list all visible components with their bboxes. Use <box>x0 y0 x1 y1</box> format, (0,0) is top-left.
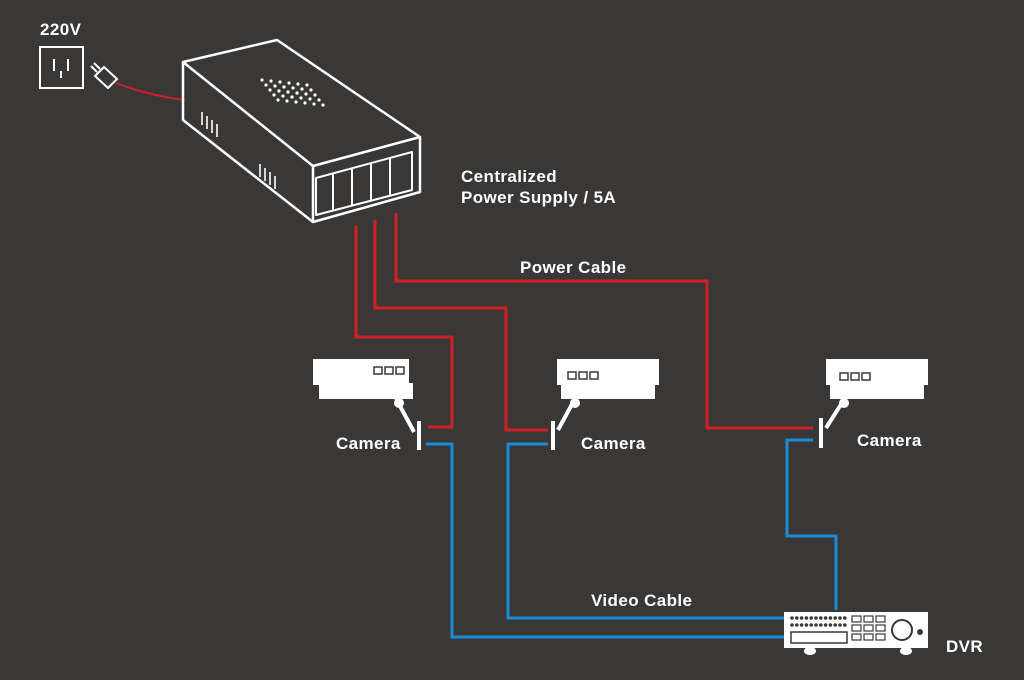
dvr-button <box>809 623 813 627</box>
dvr-button <box>795 616 799 620</box>
camera-1-label: Camera <box>336 434 401 453</box>
psu-label-line-1: Centralized <box>461 167 558 186</box>
power-cable-camera-1 <box>354 226 454 429</box>
vent-hole <box>312 102 316 106</box>
dvr-button <box>828 623 833 627</box>
power-cables <box>354 213 813 432</box>
vent-hole <box>269 79 273 83</box>
video-cable-camera-3 <box>785 438 838 610</box>
camera-3-label: Camera <box>857 431 922 450</box>
dvr-button <box>833 623 837 627</box>
video-cable-camera-2 <box>506 442 784 620</box>
vent-hole <box>296 82 300 86</box>
dvr-button-rows <box>790 616 847 627</box>
video-cable-label: Video Cable <box>591 591 693 610</box>
dvr-button <box>804 616 809 620</box>
vent-hole <box>281 94 285 98</box>
vent-hole <box>268 88 272 92</box>
dvr-button <box>795 623 799 627</box>
camera-3-icon <box>819 359 928 448</box>
camera-2-label: Camera <box>581 434 646 453</box>
dvr-button <box>790 623 794 627</box>
vent-hole <box>304 92 308 96</box>
dvr-button <box>799 623 804 627</box>
video-cables <box>426 438 838 639</box>
dvr-button <box>799 616 804 620</box>
dvr-button <box>823 623 828 627</box>
mains-cord <box>115 82 186 101</box>
dvr-button <box>814 623 818 627</box>
vent-hole <box>308 97 312 101</box>
dvr-button <box>804 623 809 627</box>
vent-hole <box>272 93 276 97</box>
vent-hole <box>290 95 294 99</box>
dvr-icon <box>784 612 928 655</box>
dvr-button <box>819 623 823 627</box>
dvr-button <box>809 616 813 620</box>
vent-hole <box>317 98 321 102</box>
wall-outlet-icon <box>39 46 84 89</box>
power-supply-unit <box>181 38 422 224</box>
video-cable-camera-1 <box>426 442 784 639</box>
dvr-button <box>838 623 842 627</box>
vent-hole <box>278 80 282 84</box>
dvr-button <box>838 616 842 620</box>
vent-hole <box>287 81 291 85</box>
vent-hole <box>294 100 298 104</box>
plug-icon <box>90 62 119 90</box>
vent-hole <box>295 91 299 95</box>
power-cable-camera-3 <box>394 213 813 430</box>
dvr-button <box>843 616 847 620</box>
dvr-label: DVR <box>946 637 984 656</box>
power-cable-camera-2 <box>373 220 548 432</box>
dvr-button <box>823 616 828 620</box>
power-cable-label: Power Cable <box>520 258 627 277</box>
dvr-button <box>790 616 794 620</box>
vent-hole <box>277 89 281 93</box>
dvr-button <box>814 616 818 620</box>
dvr-button <box>843 623 847 627</box>
vent-hole <box>313 93 317 97</box>
vent-hole <box>299 96 303 100</box>
dvr-button <box>833 616 837 620</box>
vent-hole <box>260 78 264 82</box>
dvr-button <box>828 616 833 620</box>
psu-label-line-2: Power Supply / 5A <box>461 188 617 207</box>
vent-hole <box>303 101 307 105</box>
vent-hole <box>273 84 277 88</box>
camera-2-icon <box>551 359 659 450</box>
vent-hole <box>309 88 313 92</box>
vent-hole <box>305 83 309 87</box>
psu-vent-grid <box>260 78 325 107</box>
vent-hole <box>285 99 289 103</box>
vent-hole <box>282 85 286 89</box>
camera-1-icon <box>313 359 421 450</box>
vent-hole <box>276 98 280 102</box>
vent-hole <box>291 86 295 90</box>
vent-hole <box>264 83 268 87</box>
voltage-label: 220V <box>40 20 82 39</box>
dvr-button <box>819 616 823 620</box>
vent-hole <box>300 87 304 91</box>
vent-hole <box>321 103 325 107</box>
vent-hole <box>286 90 290 94</box>
